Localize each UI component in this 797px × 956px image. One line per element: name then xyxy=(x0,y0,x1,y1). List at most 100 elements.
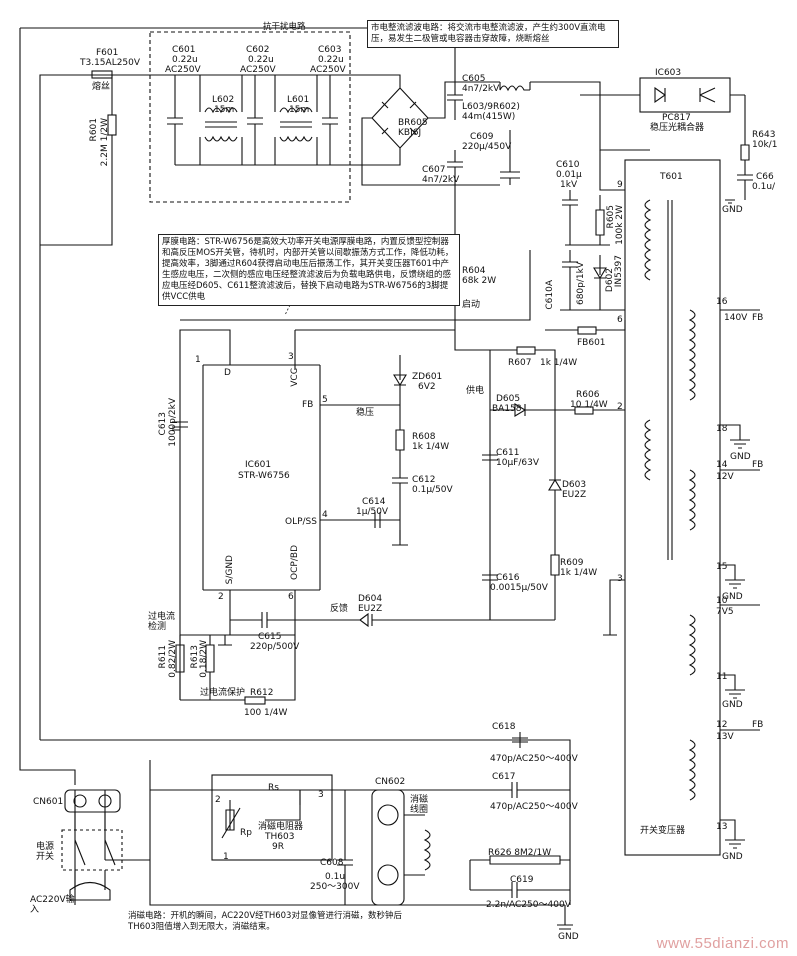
t-pin15: 15 xyxy=(716,562,728,572)
C618-value: 470p/AC250～400V xyxy=(490,754,578,764)
t-pin10: 10 xyxy=(716,596,728,606)
PC817-desc: 稳压光耦合器 xyxy=(650,123,705,133)
C619-value: 2.2n/AC250～400V xyxy=(486,900,571,910)
C607-label: C607 xyxy=(422,165,446,175)
t-pin16: 16 xyxy=(716,297,728,307)
ac-input-label: AC220V输入 xyxy=(30,895,75,915)
D605-value: BA158 xyxy=(492,404,522,414)
Rp-label: Rp xyxy=(240,828,252,838)
F601-value: T3.15AL250V xyxy=(80,58,141,68)
C605-value: 4n7/2kV xyxy=(462,84,500,94)
rectifier-note: 市电整流滤波电路：将交流市电整流滤波，产生约300V直流电压，易发生二极管或电容… xyxy=(367,20,619,48)
t-pin9: 9 xyxy=(617,180,623,190)
C610-v2: 1kV xyxy=(560,180,578,190)
out-fb-12: FB xyxy=(752,460,764,470)
t-pin3: 3 xyxy=(617,574,623,584)
C610-label: C610 xyxy=(556,160,580,170)
gnd-opto: GND xyxy=(722,205,743,215)
R608-value: 1k 1/4W xyxy=(412,442,450,452)
C66-label: C66 xyxy=(756,172,774,182)
D603-label: D603 xyxy=(562,480,587,490)
L603-value: 44m(415W) xyxy=(462,112,516,122)
C601-v1: 0.22u xyxy=(172,55,198,65)
IC603-label: IC603 xyxy=(655,68,682,78)
D604-value: EU2Z xyxy=(358,604,383,614)
t-pin11: 11 xyxy=(716,672,728,682)
C616-label: C616 xyxy=(496,573,520,583)
t-pin12: 12 xyxy=(716,720,728,730)
ZD601-label: ZD601 xyxy=(412,372,443,382)
C602-label: C602 xyxy=(246,45,270,55)
t-pin2: 2 xyxy=(617,402,623,412)
R611-value: 0.82/2W xyxy=(168,640,178,678)
R605-value: 100k 2W xyxy=(615,205,625,245)
th-pin2: 2 xyxy=(215,795,221,805)
C602-v1: 0.22u xyxy=(248,55,274,65)
C66-value: 0.1u/ xyxy=(752,182,776,192)
pin1: 1 xyxy=(195,355,201,365)
out-140v: 140V xyxy=(724,313,748,323)
pin-OLP: OLP/SS xyxy=(285,517,317,527)
C617-value: 470p/AC250～400V xyxy=(490,802,578,812)
C610A-label: C610A xyxy=(545,280,555,310)
C603-label: C603 xyxy=(318,45,342,55)
R608-label: R608 xyxy=(412,432,436,442)
PC817-label: PC817 xyxy=(662,113,691,123)
C609-value: 220μ/450V xyxy=(462,142,512,152)
C607-value: 4n7/2kV xyxy=(422,175,460,185)
overcurrent-detect-label: 过电流检测 xyxy=(148,612,176,632)
gnd-degauss: GND xyxy=(558,932,579,942)
emi-note: 抗干扰电路 xyxy=(263,22,306,32)
gnd-13: GND xyxy=(722,852,743,862)
degauss-coil-label: 消磁线圈 xyxy=(410,795,429,815)
R612-value: 100 1/4W xyxy=(244,708,288,718)
CN601-label: CN601 xyxy=(33,797,64,807)
supply-label: 供电 xyxy=(466,386,485,396)
D603-value: EU2Z xyxy=(562,490,587,500)
D604-label: D604 xyxy=(358,594,383,604)
pin-OCP: OCP/BD xyxy=(290,545,300,580)
th-pin3: 3 xyxy=(318,790,324,800)
feedback-label: 反馈 xyxy=(330,604,349,614)
L601-label: L601 xyxy=(287,95,310,105)
out-fb-13: FB xyxy=(752,720,764,730)
ZD601-value: 6V2 xyxy=(418,382,436,392)
BR605-value: KBJ6J xyxy=(398,128,422,138)
R606-label: R606 xyxy=(576,390,600,400)
out-13v: 13V xyxy=(716,732,734,742)
L602-label: L602 xyxy=(212,95,235,105)
L601-value: 15m xyxy=(289,105,310,115)
pin-VCC: VCC xyxy=(290,368,300,387)
C608-label: C608 xyxy=(320,858,344,868)
pin6: 6 xyxy=(288,592,294,602)
R601-value: 2.2M 1/2W xyxy=(100,118,110,167)
watermark: www.55dianzi.com xyxy=(656,935,789,952)
TH603-value: 9R xyxy=(272,842,284,852)
pin5: 5 xyxy=(322,395,328,405)
D605-label: D605 xyxy=(496,394,521,404)
transformer-label: 开关变压器 xyxy=(640,826,686,836)
IC601-value: STR-W6756 xyxy=(238,471,290,481)
C610A-value: 680p/1kV xyxy=(576,262,586,306)
BR605-label: BR605 xyxy=(398,118,428,128)
C611-value: 10μF/63V xyxy=(496,458,539,468)
pin-FB: FB xyxy=(302,400,314,410)
gnd-15: GND xyxy=(722,592,743,602)
t-pin13: 13 xyxy=(716,822,728,832)
FB601-label: FB601 xyxy=(577,338,606,348)
Rs-label: Rs xyxy=(268,783,279,793)
C608-v1: 0.1u xyxy=(325,872,346,882)
R604-label: R604 xyxy=(462,266,486,276)
th-pin1: 1 xyxy=(223,852,229,862)
fuse-label: 熔丝 xyxy=(92,82,111,92)
C609-label: C609 xyxy=(470,132,494,142)
T601-label: T601 xyxy=(660,172,683,182)
thick-film-note: 厚膜电路：STR-W6756是高效大功率开关电源厚膜电路，内置反馈型控制器和高反… xyxy=(158,234,460,306)
L602-value: 15m xyxy=(214,105,235,115)
pin-D: D xyxy=(224,368,231,378)
R643-value: 10k/1 xyxy=(752,140,778,150)
R626-label: R626 8M2/1W xyxy=(488,848,552,858)
C614-label: C614 xyxy=(362,497,386,507)
C613-value: 1000p/2kV xyxy=(168,398,178,447)
IC601-label: IC601 xyxy=(245,460,272,470)
